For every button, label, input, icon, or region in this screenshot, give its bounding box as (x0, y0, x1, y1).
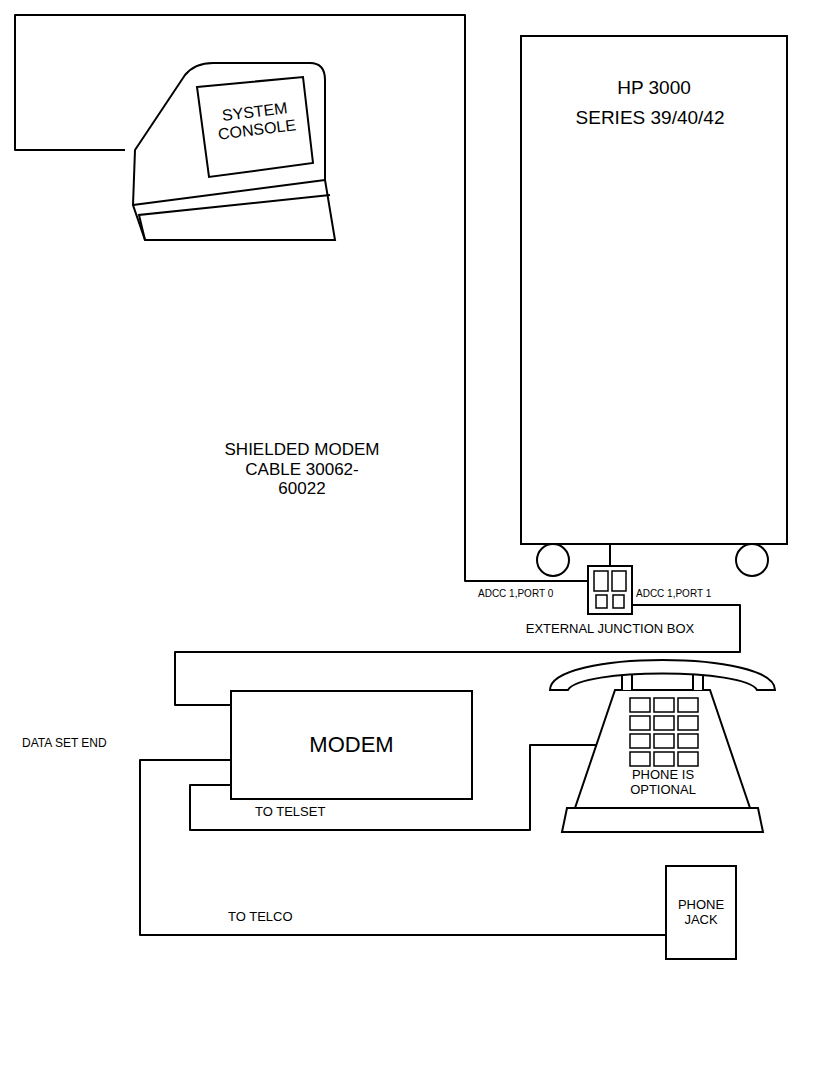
connector-socket (613, 595, 624, 608)
junction-box-drawing (588, 566, 632, 614)
console-keyboard (133, 180, 330, 240)
node-label: MODEM (232, 732, 471, 757)
keypad-key (678, 734, 698, 748)
keypad-key (678, 698, 698, 712)
node-label: HP 3000 (522, 77, 786, 99)
junction-box-body (588, 566, 632, 614)
keypad-key (630, 716, 650, 730)
node-label: EXTERNAL JUNCTION BOX (498, 622, 722, 637)
keypad-key (678, 716, 698, 730)
keypad-key (678, 752, 698, 766)
telephone-drawing (545, 650, 780, 835)
keypad-key (630, 734, 650, 748)
node-label: SERIES 39/40/42 (522, 107, 778, 129)
phone-base (562, 808, 763, 832)
caster-wheel (537, 544, 569, 576)
node-label: PHONE JACK (667, 898, 735, 928)
port-label: ADCC 1,PORT 1 (636, 588, 711, 600)
phone-cord (545, 744, 596, 746)
cable (609, 545, 611, 566)
system-console: SYSTEM CONSOLE (125, 55, 335, 245)
caster-wheel (736, 544, 768, 576)
phone-jack: PHONE JACK (665, 865, 737, 960)
cable-label: TO TELCO (228, 910, 293, 925)
phone-handset (550, 660, 775, 690)
modem-box: MODEM (230, 690, 473, 800)
system-console-drawing (125, 55, 335, 245)
console-housing (133, 63, 335, 240)
connector-socket (596, 595, 607, 608)
telephone: PHONE IS OPTIONAL (545, 650, 780, 835)
console-screen (197, 77, 313, 177)
handset-cradle (622, 674, 703, 690)
cable-label: SHIELDED MODEM CABLE 30062-60022 (222, 440, 382, 499)
cable-label: TO TELSET (255, 805, 325, 820)
keypad-key (654, 752, 674, 766)
phone-body (575, 690, 750, 808)
cable (15, 15, 588, 581)
computer-cabinet: HP 3000SERIES 39/40/42 (520, 35, 788, 545)
node-label: PHONE IS OPTIONAL (617, 768, 709, 798)
junction-box: EXTERNAL JUNCTION BOX (588, 566, 632, 614)
keypad-key (630, 698, 650, 712)
keypad-key (654, 734, 674, 748)
keypad-key (630, 752, 650, 766)
port-label: ADCC 1,PORT 0 (478, 588, 553, 600)
connector-socket (594, 571, 608, 591)
connector-socket (612, 571, 626, 591)
keypad-key (654, 698, 674, 712)
cable-end-label: DATA SET END (22, 737, 107, 751)
keypad-key (654, 716, 674, 730)
